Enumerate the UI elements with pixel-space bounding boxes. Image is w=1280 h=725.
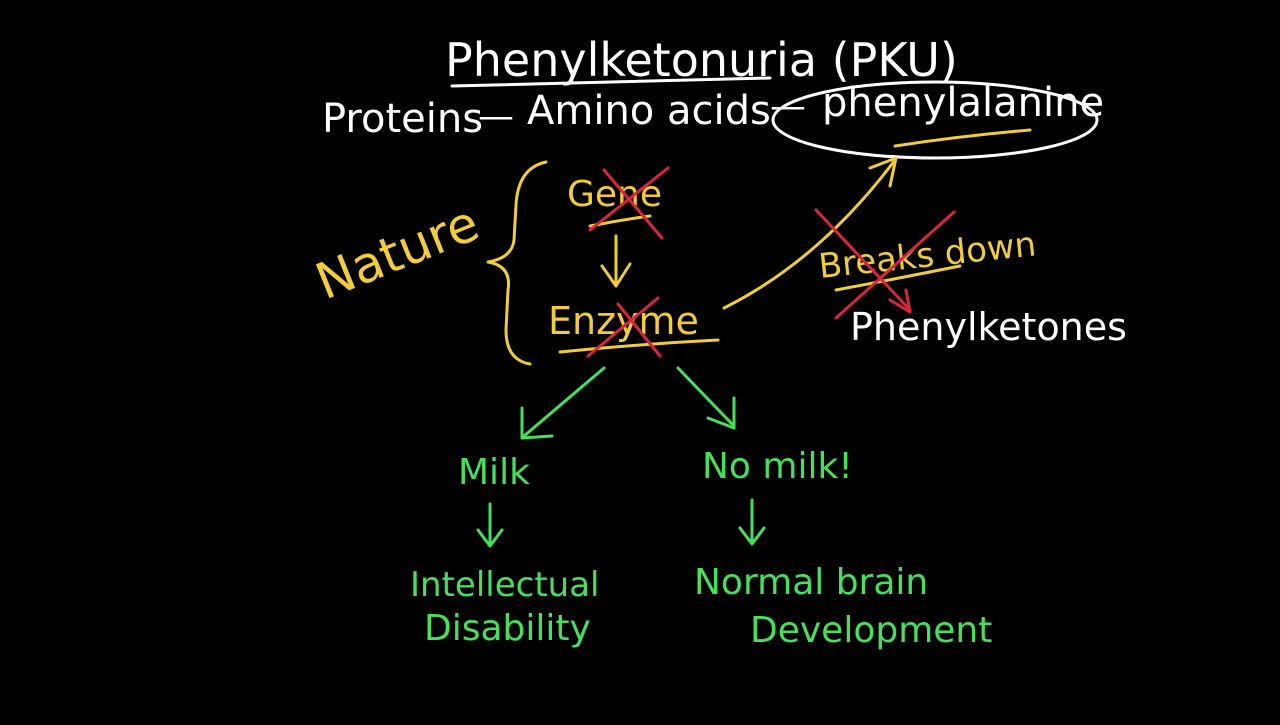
chain-dash-2: — — [770, 86, 806, 127]
milk-to-result-arrow — [476, 502, 504, 548]
development-label: Development — [750, 610, 992, 651]
disability-label: Disability — [424, 608, 591, 649]
nature-brace — [486, 160, 548, 366]
enzyme-underline — [558, 338, 720, 354]
phenylalanine-underline — [893, 128, 1032, 148]
enzyme-to-milk-arrow — [520, 366, 606, 440]
enzyme-cross-out — [586, 296, 662, 358]
proteins-label: Proteins — [322, 96, 483, 142]
no-milk-label: No milk! — [702, 446, 853, 487]
amino-acids-label: Amino acids — [527, 88, 771, 134]
no-milk-to-result-arrow — [738, 498, 766, 546]
gene-to-enzyme-arrow — [600, 234, 632, 288]
breaks-down-label: Breaks down — [817, 224, 1038, 287]
normal-brain-label: Normal brain — [694, 562, 928, 603]
title-underline — [450, 76, 772, 88]
phenylalanine-circle — [771, 80, 1099, 160]
enzyme-to-no-milk-arrow — [676, 366, 736, 430]
breaks-down-underline — [834, 264, 962, 292]
phenylalanine-label: phenylalanine — [822, 80, 1104, 126]
enzyme-to-phenylalanine-arrow — [722, 156, 898, 310]
title: Phenylketonuria (PKU) — [445, 33, 958, 87]
nature-label: Nature — [308, 194, 487, 311]
intellectual-label: Intellectual — [410, 565, 600, 605]
chain-dash-1: — — [478, 96, 514, 137]
gene-cross-out — [588, 166, 670, 240]
breaks-down-cross-out — [814, 208, 956, 320]
enzyme-label: Enzyme — [548, 299, 699, 343]
phenylketones-label: Phenylketones — [850, 305, 1127, 349]
milk-label: Milk — [458, 452, 530, 493]
